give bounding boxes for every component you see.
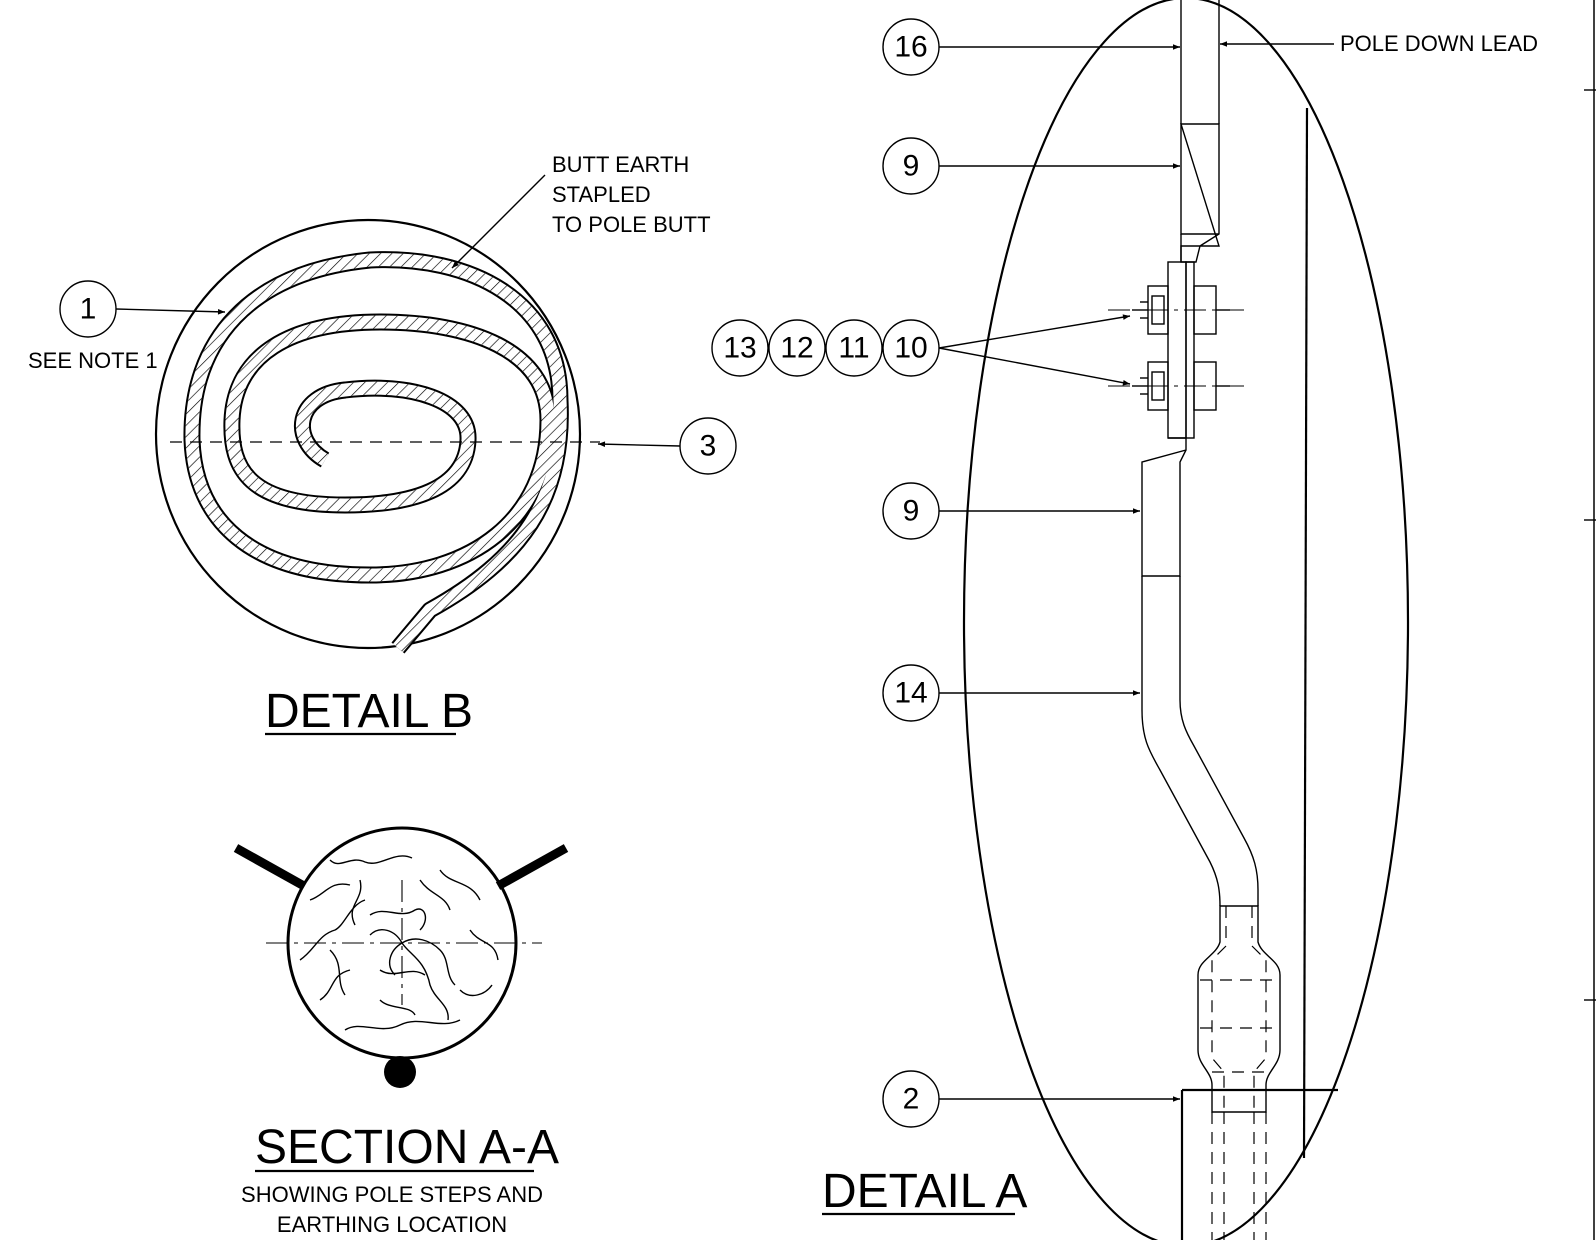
callout-text-13: 13 [723,332,756,365]
pole-step-right [495,844,569,890]
callout-text-12: 12 [780,332,813,365]
bolt-assembly-lower [1108,361,1245,411]
earth-rod-bottom [1180,1088,1338,1240]
callout-text-1: 1 [80,293,97,326]
earth-cable-left [1141,576,1221,907]
callout-bubble-13 [711,319,769,377]
lower-lug [1141,437,1187,577]
callout-text-10: 10 [894,332,927,365]
section-a-a-subtitle-1: SHOWING POLE STEPS AND [241,1182,543,1207]
earthing-location-dot [384,1056,416,1088]
earth-cable-right [1179,576,1259,906]
section-a-a-subtitle-2: EARTHING LOCATION [277,1212,507,1237]
callout-leader-1 [115,308,226,315]
callout-text-3: 3 [700,430,717,463]
callout-leader-3 [597,441,681,447]
upper-lug [1180,123,1220,263]
wood-grain [299,855,499,1031]
callout-text-14: 14 [894,677,927,710]
sheet-border [1584,0,1596,1240]
pole-edge-line [1302,107,1309,1159]
callout-text-9-upper: 9 [903,150,920,183]
butt-earth-spiral [183,251,569,654]
bolt-assembly-upper [1108,285,1245,335]
callout-text-2: 2 [903,1083,920,1116]
detail-a-outline [962,0,1410,1240]
callout-text-9-lower: 9 [903,495,920,528]
callout-text-11: 11 [838,332,869,365]
detail-b-pole-outline [154,218,582,650]
pole-down-lead-label: POLE DOWN LEAD [1340,31,1538,56]
section-a-a-title: SECTION A-A [255,1121,559,1174]
callout-bubble-11 [825,319,883,377]
callout-text-16: 16 [894,31,927,64]
butt-earth-label-2: STAPLED [552,182,651,207]
detail-a-title: DETAIL A [822,1165,1027,1218]
callout-leader-10-upper [938,314,1131,349]
butt-earth-label-3: TO POLE BUTT [552,212,711,237]
callout-bubble-12 [768,319,826,377]
detail-b-title: DETAIL B [265,685,473,738]
detail-a: 16 POLE DOWN LEAD 9 13 12 11 10 9 14 2 D… [711,0,1538,1240]
compression-joint [1197,905,1281,1113]
see-note-label: SEE NOTE 1 [28,348,158,373]
pole-step-left [233,844,307,890]
section-a-a: SECTION A-A SHOWING POLE STEPS AND EARTH… [233,826,569,1237]
link-plate [1167,261,1187,439]
detail-b: BUTT EARTH STAPLED TO POLE BUTT 1 SEE NO… [28,152,737,738]
butt-earth-leader [451,174,546,269]
callout-leader-10-lower [938,347,1131,386]
butt-earth-label-1: BUTT EARTH [552,152,689,177]
